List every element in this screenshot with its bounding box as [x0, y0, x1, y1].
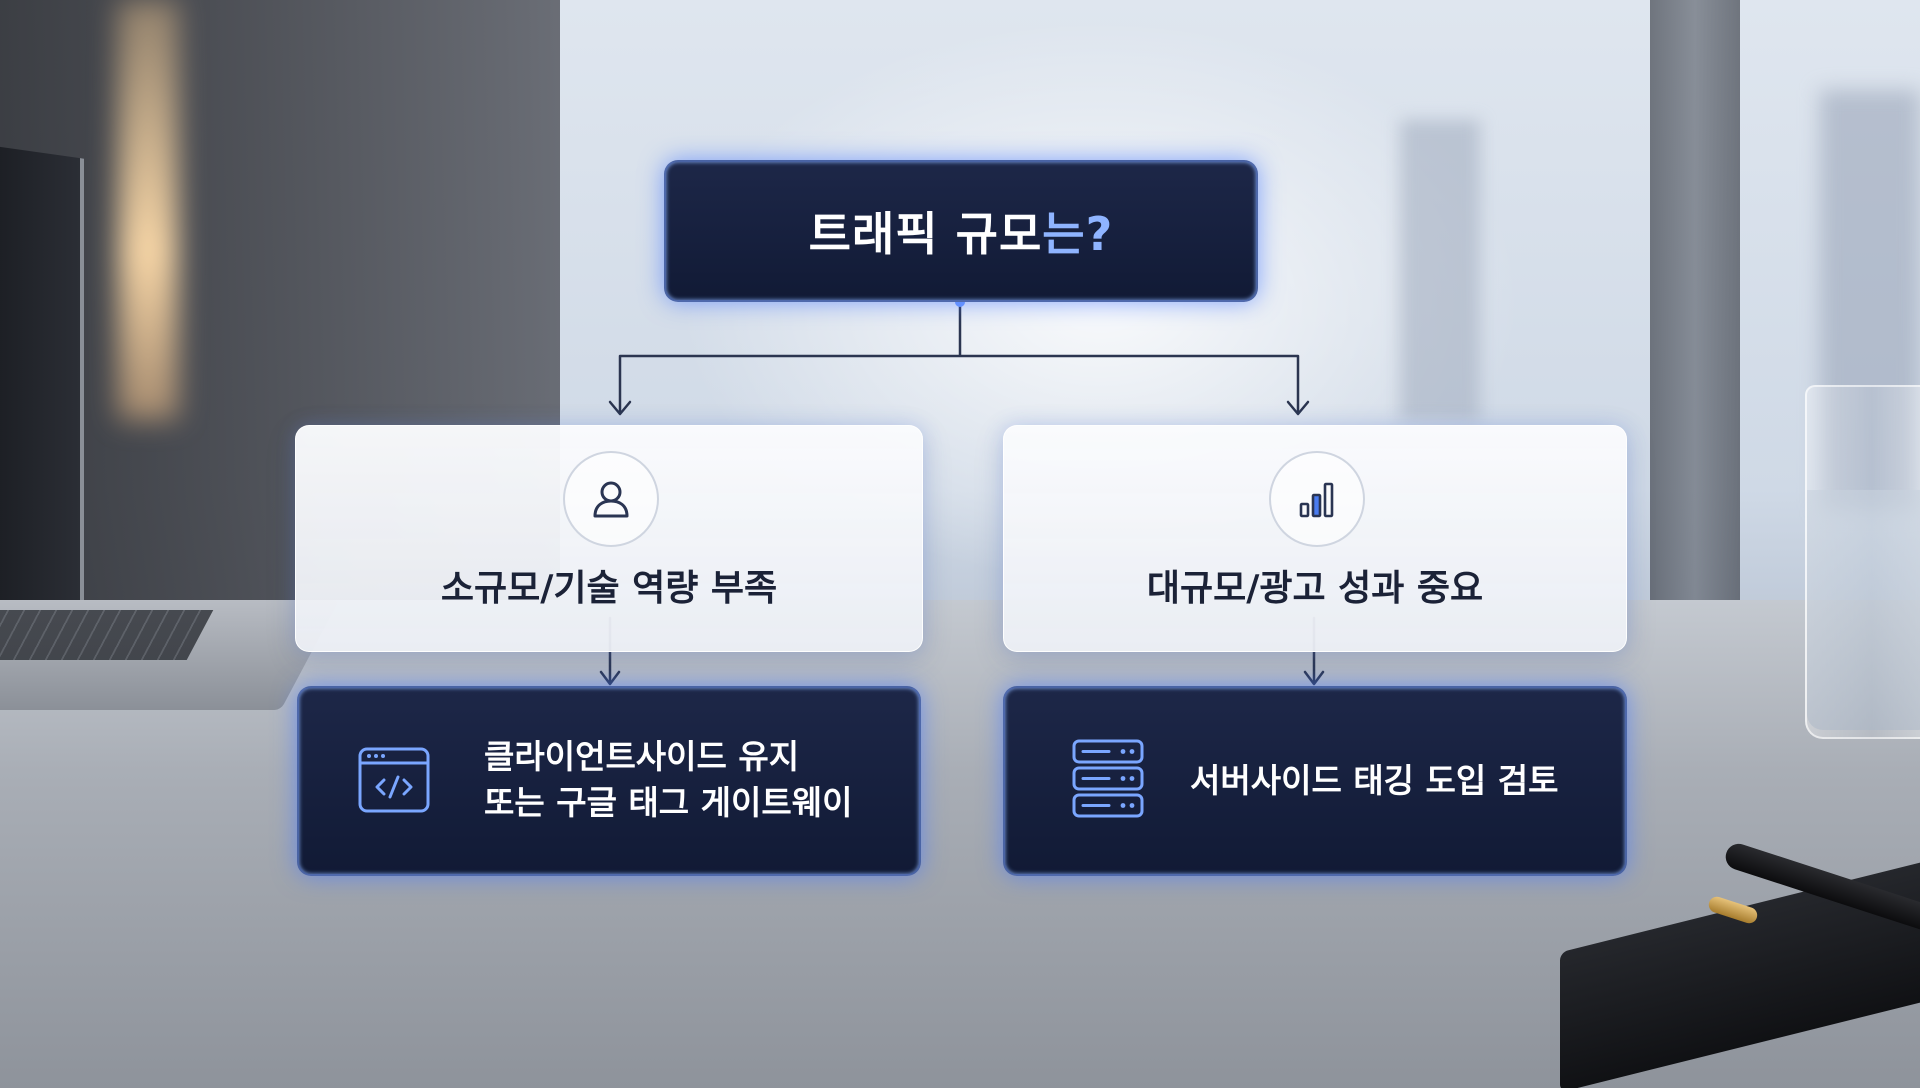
arrow-left-top [608, 400, 632, 416]
browser-code-icon [357, 746, 431, 818]
result-line: 또는 구글 태그 게이트웨이 [484, 783, 853, 822]
condition-icon-circle [1269, 451, 1365, 547]
city-building [1400, 120, 1480, 420]
result-text: 클라이언트사이드 유지 또는 구글 태그 게이트웨이 [484, 734, 852, 826]
condition-icon-circle [563, 451, 659, 547]
result-line: 서버사이드 태깅 도입 검토 [1190, 761, 1559, 800]
user-icon [593, 481, 629, 518]
result-text: 서버사이드 태깅 도입 검토 [1190, 758, 1558, 804]
server-icon [1071, 738, 1145, 824]
condition-node-large: 대규모/광고 성과 중요 [1003, 425, 1627, 652]
condition-node-small: 소규모/기술 역량 부족 [295, 425, 923, 652]
question-text: 트래픽 규모는? [809, 198, 1114, 264]
arrow-right-top [1286, 400, 1310, 416]
window-frame [1650, 0, 1740, 600]
result-node-server: 서버사이드 태깅 도입 검토 [1003, 686, 1627, 876]
result-line: 클라이언트사이드 유지 [484, 737, 800, 776]
question-accent: 는? [1042, 207, 1114, 261]
wall-lamp [118, 0, 178, 420]
result-node-client: 클라이언트사이드 유지 또는 구글 태그 게이트웨이 [297, 686, 921, 876]
question-main: 트래픽 규모 [808, 207, 1043, 261]
glass-water [1807, 490, 1920, 730]
city-building-right [1820, 90, 1920, 510]
question-node: 트래픽 규모는? [664, 160, 1258, 302]
arrow-left-result [599, 670, 621, 686]
connector-split [618, 298, 1300, 414]
bar-chart-icon [1299, 482, 1334, 518]
condition-label: 대규모/광고 성과 중요 [1146, 568, 1484, 609]
condition-label: 소규모/기술 역량 부족 [440, 568, 778, 609]
arrow-right-result [1303, 670, 1325, 686]
